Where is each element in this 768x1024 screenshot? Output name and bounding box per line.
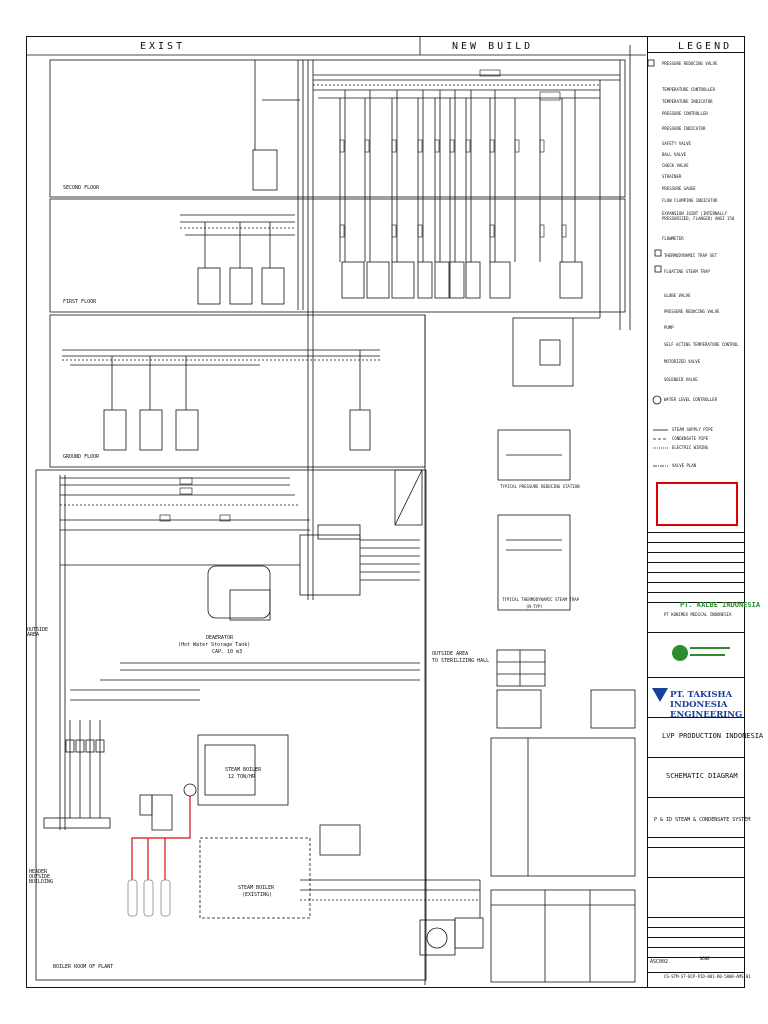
legend-item: PRESSURE REDUCING VALVE: [662, 61, 718, 66]
legend-item: PRESSURE REDUCING VALVE: [664, 309, 720, 314]
outside-area-right-label: OUTSIDE AREA: [432, 651, 469, 657]
legend-item: TEMPERATURE INDICATOR: [662, 99, 713, 104]
legend-title: LEGEND: [678, 41, 733, 52]
drawing-number: CS-STM-ST-BCP-PID-001-R0-5000-AMS-01: [664, 974, 751, 979]
ground-floor-label: GROUND FLOOR: [63, 454, 100, 460]
new-build-header: NEW BUILD: [452, 41, 534, 52]
legend-item: SAFETY VALVE: [662, 141, 691, 146]
legend-item: SOLENOID VALVE: [664, 377, 698, 382]
legend-item: MOTORIZED VALVE: [664, 359, 701, 364]
legend-line-type: ELECTRIC WIRING: [672, 445, 709, 450]
deaerator-cap-label: CAP. 10 m3: [212, 649, 243, 655]
owner-logo-text: PT. KALBE INDONESIA: [680, 601, 761, 609]
legend-item: BALL VALVE: [662, 152, 687, 157]
legend-item: FLOATING STEAM TRAP: [664, 269, 710, 274]
exist-header: EXIST: [140, 41, 186, 52]
legend-item: THERMODYNAMIC TRAP SET: [664, 253, 717, 258]
second-floor-label: SECOND FLOOR: [63, 185, 100, 191]
header-outside-label: HEADER OUTSIDE BUILDING: [29, 869, 54, 885]
legend-item: SELF ACTING TEMPERATURE CONTROL: [664, 342, 739, 347]
legend-item: PRESSURE CONTROLLER: [662, 111, 708, 116]
steam-boiler-2-label: STEAM BOILER: [238, 885, 275, 891]
first-floor-label: FIRST FLOOR: [63, 299, 97, 305]
outside-area-label: OUTSIDE AREA: [27, 627, 49, 638]
legend-item: EXPANSION JOINT (INTERNALLY PRESSURIZED,…: [662, 211, 735, 221]
legend-item: FLOWMETER: [662, 236, 684, 241]
consultant-name: PT. TAKISHA INDONESIA ENGINEERING: [670, 690, 743, 720]
steam-boiler-1-cap: 12 TON/HR: [228, 774, 256, 780]
revision-stamp-box: [656, 482, 738, 526]
legend-line-type: STEAM SUPPLY PIPE: [672, 427, 713, 432]
drawing-title: P & ID STEAM & CONDENSATE SYSTEM: [654, 817, 751, 823]
drawing-subject: SCHEMATIC DIAGRAM: [666, 772, 738, 780]
deaerator-sub-label: (Hot Water Storage Tank): [178, 642, 251, 648]
typical-thermo-label: TYPICAL THERMODYNAMIC STEAM TRAP: [502, 597, 580, 602]
legend-item: WATER LEVEL CONTROLLER: [664, 397, 717, 402]
drawing-scale: NONE: [700, 956, 710, 961]
legend-item: FLOW CLAMPING INDICATOR: [662, 198, 718, 203]
legend-item: CHECK VALVE: [662, 163, 689, 168]
to-sterilizing-label: TO STERILIZING HALL: [432, 658, 490, 664]
drawing-frame: [26, 36, 745, 988]
legend-item: PRESSURE INDICATOR: [662, 126, 706, 131]
legend-line-type: CONDENSATE PIPE: [672, 436, 709, 441]
legend-item: PUMP: [664, 325, 674, 330]
owner-subtitle: PT KONIMEX MEDICAL INDONESIA: [664, 612, 732, 617]
steam-boiler-2-cap: (EXISTING): [242, 892, 273, 898]
sheet-number: ASC002: [650, 959, 669, 965]
legend-line-type: VALVE PLAN: [672, 463, 697, 468]
project-name: LVP PRODUCTION INDONESIA: [662, 732, 764, 740]
legend-item: STRAINER: [662, 174, 682, 179]
typical-pressure-label: TYPICAL PRESSURE REDUCING STATION: [500, 484, 580, 489]
legend-item: TEMPERATURE CONTROLLER: [662, 87, 715, 92]
legend-item: GLOBE VALVE: [664, 293, 691, 298]
boiler-room-label: BOILER ROOM OF PLANT: [53, 964, 114, 970]
legend-title-block: [647, 37, 745, 987]
steam-boiler-1-label: STEAM BOILER: [225, 767, 262, 773]
legend-item: PRESSURE GAUGE: [662, 186, 696, 191]
deaerator-label: DEAERATOR: [206, 635, 234, 641]
typical-thermo-sub: (N-TYP): [526, 604, 543, 609]
